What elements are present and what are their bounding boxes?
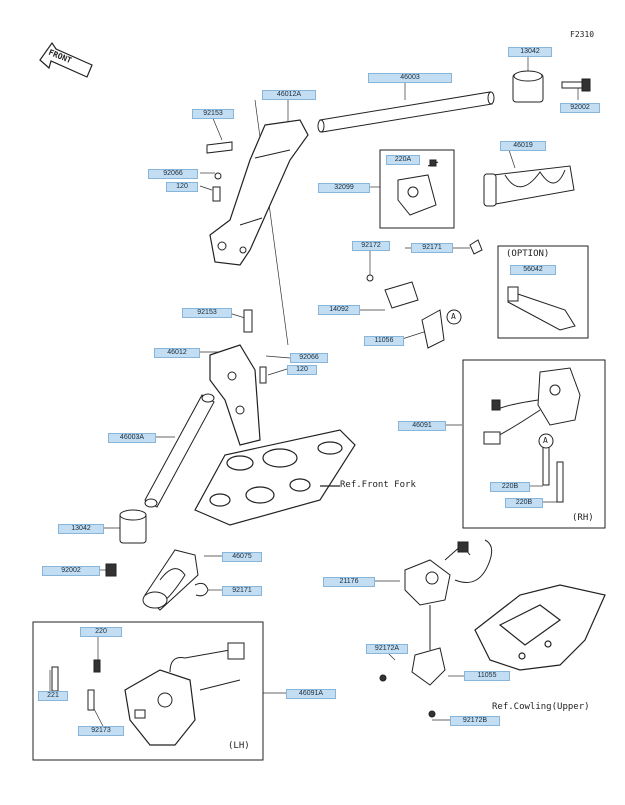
label-11055[interactable]: 11055 [464, 671, 510, 681]
label-92066-top[interactable]: 92066 [148, 169, 198, 179]
handlebar-holder-lower [209, 309, 267, 446]
clip-top [469, 239, 483, 255]
label-92171-bot[interactable]: 92171 [222, 586, 262, 596]
grip-left [142, 549, 209, 611]
label-220A[interactable]: 220A [386, 155, 420, 165]
label-92172-top[interactable]: 92172 [352, 241, 390, 251]
label-46012[interactable]: 46012 [154, 348, 200, 358]
label-92153-mid[interactable]: 92153 [182, 308, 232, 318]
rh-switch-box [462, 359, 606, 529]
label-92171-top[interactable]: 92171 [411, 243, 453, 253]
callout-a-upper: A [451, 312, 456, 321]
option-box [497, 245, 589, 339]
bracket [366, 274, 445, 349]
label-92172B[interactable]: 92172B [450, 716, 500, 726]
label-221[interactable]: 221 [38, 691, 68, 701]
front-arrow-icon [39, 41, 93, 78]
label-21176[interactable]: 21176 [323, 577, 375, 587]
lh-label: (LH) [228, 741, 250, 751]
cowling-upper [474, 584, 606, 671]
option-label: (OPTION) [506, 249, 550, 259]
label-46019[interactable]: 46019 [500, 141, 546, 151]
label-120-mid[interactable]: 120 [287, 365, 317, 375]
figure-code: F2310 [570, 30, 595, 39]
sensor-assembly [397, 159, 439, 216]
switch-right [483, 367, 581, 503]
label-46003[interactable]: 46003 [368, 73, 452, 83]
ref-cowling-upper: Ref.Cowling(Upper) [492, 702, 590, 712]
label-46091[interactable]: 46091 [398, 421, 446, 431]
option-tube [507, 286, 576, 331]
rh-label: (RH) [572, 513, 594, 523]
label-11056-top[interactable]: 11056 [364, 336, 404, 346]
label-14092[interactable]: 14092 [318, 305, 360, 315]
bar-end-upper [512, 70, 591, 103]
lh-switch-box [32, 621, 264, 761]
label-92066-mid[interactable]: 92066 [290, 353, 328, 363]
handlebar-upper [317, 91, 495, 133]
sensor-box [379, 149, 455, 229]
label-46091A[interactable]: 46091A [286, 689, 336, 699]
label-92172A[interactable]: 92172A [366, 644, 408, 654]
label-46012A[interactable]: 46012A [262, 90, 316, 100]
label-13042-top[interactable]: 13042 [508, 47, 552, 57]
label-92173[interactable]: 92173 [78, 726, 124, 736]
label-220B-a[interactable]: 220B [490, 482, 530, 492]
switch-left [51, 642, 245, 746]
label-220[interactable]: 220 [80, 627, 122, 637]
label-220B-b[interactable]: 220B [505, 498, 543, 508]
label-120-top[interactable]: 120 [166, 182, 198, 192]
label-92002-top[interactable]: 92002 [560, 103, 600, 113]
label-32099[interactable]: 32099 [318, 183, 370, 193]
grip-right [483, 165, 575, 207]
callout-a-lower: A [543, 436, 548, 445]
callout-markers [446, 309, 554, 449]
label-46075[interactable]: 46075 [222, 552, 262, 562]
label-92153-top[interactable]: 92153 [192, 109, 234, 119]
label-56042[interactable]: 56042 [510, 265, 556, 275]
label-46003A[interactable]: 46003A [108, 433, 156, 443]
ref-front-fork: Ref.Front Fork [340, 480, 416, 490]
label-92002-bot[interactable]: 92002 [42, 566, 100, 576]
handlebar-holder-upper [206, 119, 309, 266]
bar-end-lower [105, 509, 147, 577]
relay-assembly [379, 539, 493, 718]
triple-clamp [194, 429, 356, 526]
handlebar-lower [144, 393, 215, 508]
label-13042-bot[interactable]: 13042 [58, 524, 104, 534]
